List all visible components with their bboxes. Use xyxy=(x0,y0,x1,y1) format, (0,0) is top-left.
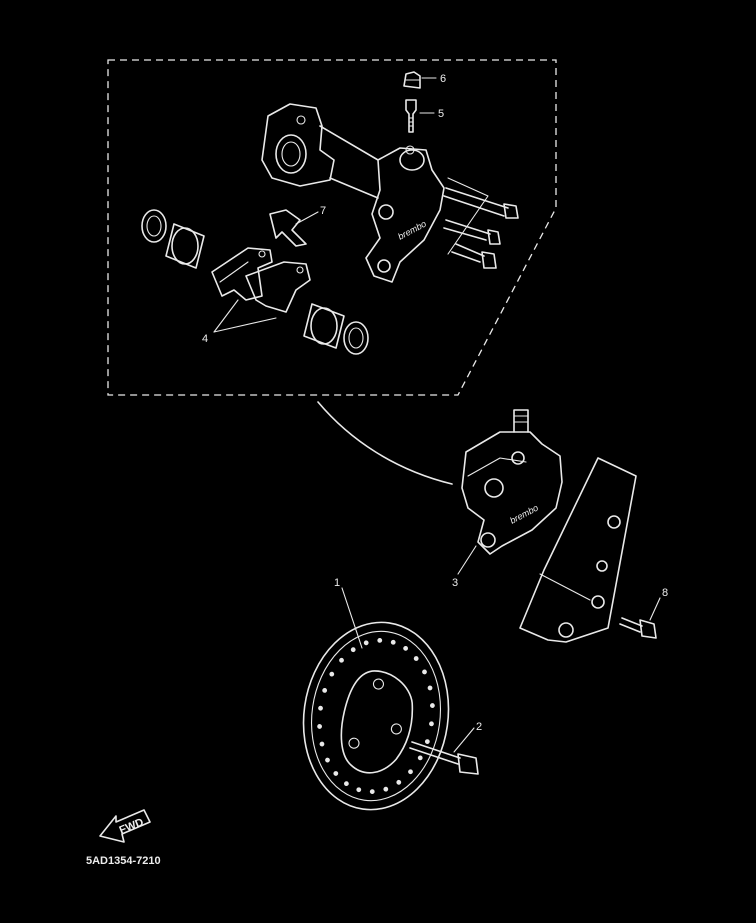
piston-left xyxy=(165,223,205,269)
disc-hole xyxy=(363,640,369,646)
pad-spring xyxy=(269,209,307,247)
disc-hole xyxy=(333,771,339,776)
leader-7 xyxy=(295,211,319,225)
caliper-outer-half xyxy=(261,103,379,199)
disc-hole xyxy=(377,637,383,643)
disc-hole xyxy=(408,769,413,775)
leader-2 xyxy=(453,727,475,753)
piston-right xyxy=(303,303,345,349)
disc-hole xyxy=(396,779,402,785)
disc-bolt xyxy=(409,741,479,775)
bolt-group-bracket xyxy=(447,177,489,255)
brake-pad-rear xyxy=(245,250,311,313)
callout-6: 6 xyxy=(440,73,446,85)
caliper-bolt-lower xyxy=(451,243,497,269)
disc-hole xyxy=(427,685,433,691)
piston-seal-left xyxy=(141,209,167,243)
leader-3 xyxy=(457,545,477,575)
caliper-brand-upper: brembo xyxy=(396,219,428,242)
disc-hole xyxy=(322,688,328,693)
disc-vent-holes xyxy=(317,637,435,795)
fork-leg xyxy=(519,457,637,643)
brake-disc xyxy=(302,621,450,811)
disc-hole xyxy=(369,789,375,795)
piston-seal-right xyxy=(343,321,369,355)
callout-5: 5 xyxy=(438,108,444,120)
leader-1 xyxy=(341,587,363,649)
disc-hole xyxy=(339,657,344,663)
bleed-screw xyxy=(405,99,417,133)
caliper-bolt-upper xyxy=(443,187,519,219)
disc-hole xyxy=(325,757,330,763)
caliper-brand-lower: brembo xyxy=(508,503,540,526)
forward-arrow-icon: FWD xyxy=(99,809,151,843)
bleed-screw-cap xyxy=(403,71,421,89)
disc-hole xyxy=(424,739,430,744)
disc-hole xyxy=(383,786,389,792)
leader-4 xyxy=(213,299,277,333)
part-code: 5AD1354-7210 xyxy=(86,855,161,867)
disc-hole xyxy=(413,656,419,661)
disc-hole xyxy=(403,645,409,651)
brake-pad-front xyxy=(211,247,273,301)
disc-hole xyxy=(429,721,434,727)
assembly-leader-line xyxy=(317,401,453,485)
disc-hole xyxy=(329,671,335,677)
callout-4: 4 xyxy=(202,333,208,345)
disc-hole xyxy=(343,781,349,787)
caliper-mounting-bolt xyxy=(619,617,657,639)
callout-8: 8 xyxy=(662,587,668,599)
assembled-caliper: brembo xyxy=(461,409,563,555)
disc-hole xyxy=(390,639,396,645)
callout-1: 1 xyxy=(334,577,340,589)
disc-hole xyxy=(422,669,427,675)
callout-7: 7 xyxy=(320,205,326,217)
disc-hole xyxy=(356,787,362,793)
disc-hole xyxy=(350,647,356,653)
disc-hole xyxy=(417,755,423,761)
callout-3: 3 xyxy=(452,577,458,589)
leader-8 xyxy=(649,597,661,621)
disc-hole xyxy=(317,724,322,729)
caliper-bolt-middle xyxy=(443,219,501,245)
callout-2: 2 xyxy=(476,721,482,733)
exploded-view-frame xyxy=(107,59,557,396)
disc-hole xyxy=(319,741,325,747)
caliper-inner-half: brembo xyxy=(365,145,445,283)
disc-hole xyxy=(318,705,323,711)
disc-hole xyxy=(430,703,435,708)
